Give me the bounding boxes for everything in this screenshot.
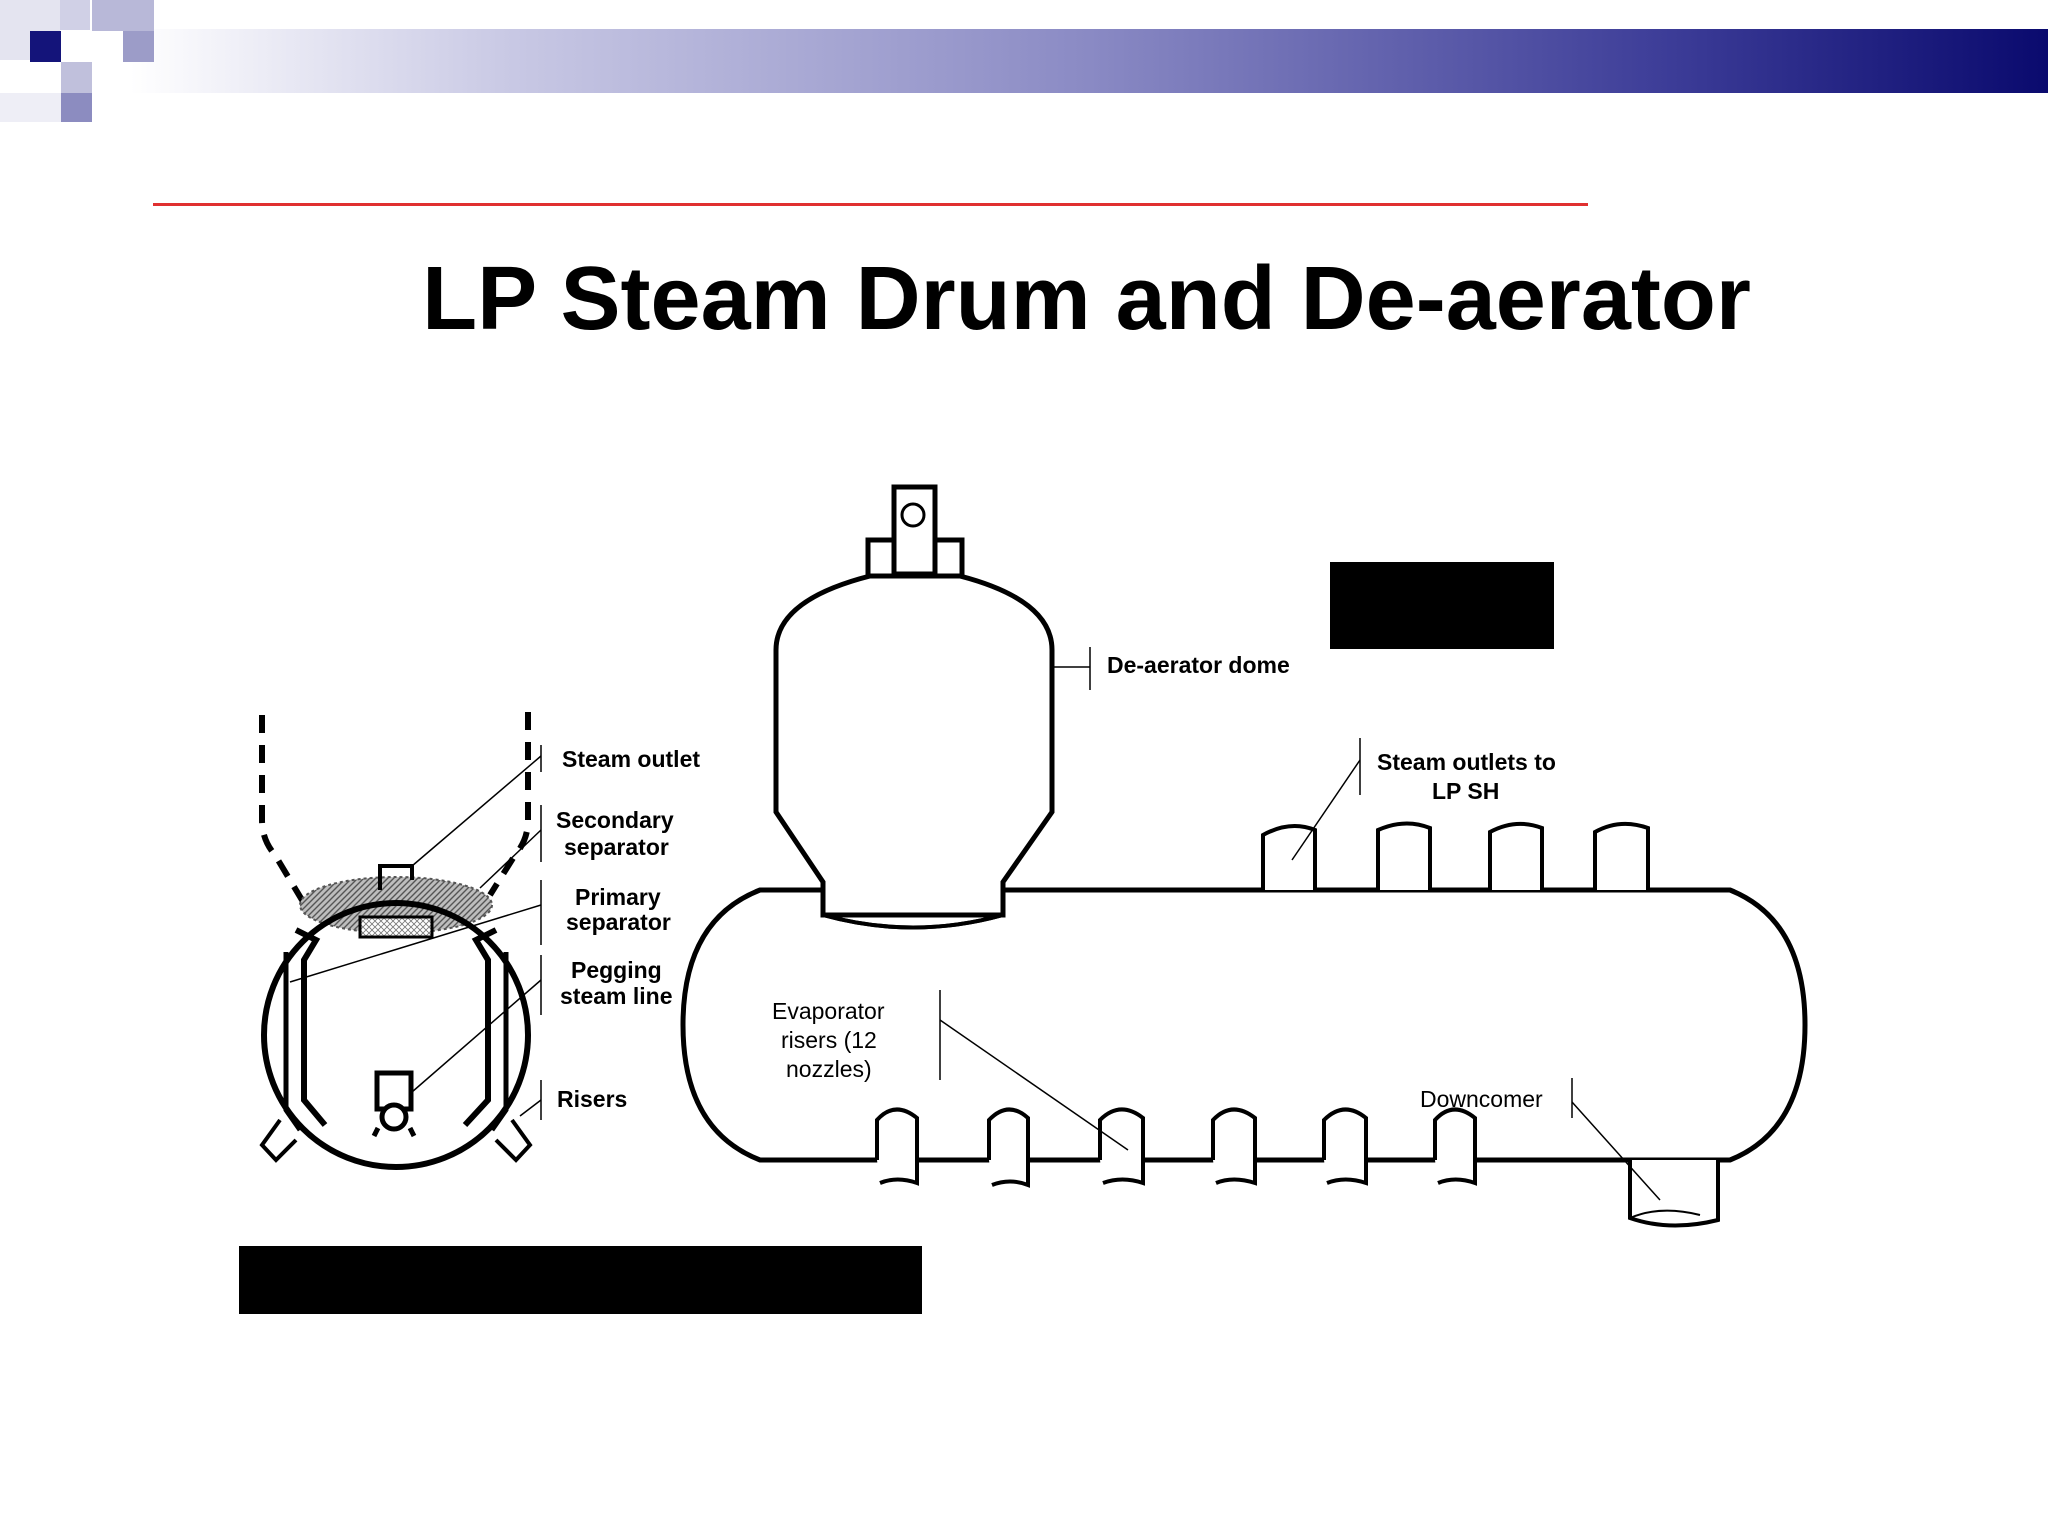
cross-section-view <box>259 712 542 1170</box>
label-steam-outlet: Steam outlet <box>562 746 700 772</box>
deaerator-dome <box>773 573 1055 918</box>
downcomer-pipe <box>1628 1160 1720 1228</box>
cross-section-label-group: Steam outlet Secondary separator Primary… <box>556 746 700 1112</box>
label-steam-outlets: Steam outlets to <box>1377 749 1556 775</box>
header-square-mid <box>61 93 92 122</box>
label-evaporator-risers: risers (12 <box>781 1027 877 1053</box>
header-gradient-bar <box>130 29 2048 93</box>
redacted-block <box>239 1246 922 1314</box>
drum-label-group: De-aerator dome Steam outlets to LP SH E… <box>772 652 1556 1112</box>
label-pegging-steam-line: steam line <box>560 983 673 1009</box>
drum-cross-section <box>261 900 531 1170</box>
title-accent-line <box>153 203 1588 206</box>
deaerator-drum-view <box>680 484 1808 1228</box>
label-deaerator-dome: De-aerator dome <box>1107 652 1290 678</box>
label-evaporator-risers: Evaporator <box>772 998 885 1024</box>
steam-outlets <box>1261 821 1650 890</box>
label-pegging-steam-line: Pegging <box>571 957 662 983</box>
dome-top-fitting <box>891 484 938 577</box>
label-secondary-separator: separator <box>564 834 669 860</box>
label-evaporator-risers: nozzles) <box>786 1056 872 1082</box>
label-downcomer: Downcomer <box>1420 1086 1543 1112</box>
redacted-block <box>1330 562 1554 649</box>
header-square-light <box>0 93 61 122</box>
label-steam-outlets: LP SH <box>1432 778 1499 804</box>
header-square-light <box>61 62 92 93</box>
label-primary-separator: separator <box>566 909 671 935</box>
riser-nozzle <box>494 1118 533 1163</box>
header-square-light <box>92 0 154 31</box>
header-square-mid <box>123 31 154 62</box>
evaporator-risers <box>875 1107 1477 1188</box>
slide-title: LP Steam Drum and De-aerator <box>422 249 1751 349</box>
header-square-light <box>60 0 90 30</box>
primary-separator-box <box>358 915 434 939</box>
header-square-dark <box>30 31 61 62</box>
dashed-outline <box>487 712 531 897</box>
label-primary-separator: Primary <box>575 884 661 910</box>
label-risers: Risers <box>557 1086 627 1112</box>
label-secondary-separator: Secondary <box>556 807 674 833</box>
riser-nozzle <box>259 1118 298 1163</box>
main-drum <box>680 887 1808 1163</box>
dashed-outline <box>259 715 308 907</box>
